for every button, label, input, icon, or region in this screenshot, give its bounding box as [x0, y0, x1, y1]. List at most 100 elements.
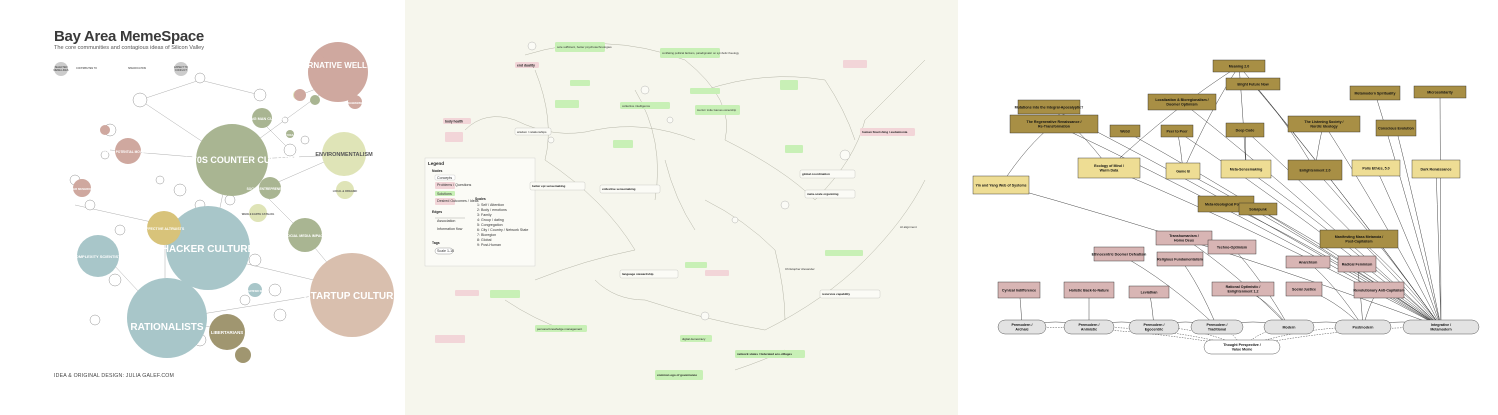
node-label: Premodern /: [1079, 323, 1100, 327]
flow-legend: Legend Nodes Concepts Problems / Questio…: [424, 157, 536, 267]
svg-text:5: Congregation: 5: Congregation: [477, 223, 503, 227]
node-label: Game B: [1176, 169, 1190, 173]
svg-text:Nodes: Nodes: [432, 169, 442, 173]
svg-text:Scale 1-10: Scale 1-10: [437, 249, 454, 253]
svg-text:7: Bioregion: 7: Bioregion: [477, 233, 496, 237]
node-label: Meta-Sensemaking: [1230, 167, 1263, 171]
meta-node: Techno-Optimism: [1207, 239, 1257, 255]
legend-title: Legend: [428, 161, 444, 166]
node-label: The Regenerative Renaissance /: [1027, 120, 1082, 124]
svg-text:9: Post-Human: 9: Post-Human: [477, 243, 501, 247]
meta-node: Religious Fundamentalism: [1156, 251, 1204, 267]
node-label: Ecology of Mind /: [1094, 164, 1124, 168]
flow-panel: Legend Nodes Concepts Problems / Questio…: [405, 0, 958, 415]
flow-node: meta-scale organizing: [807, 192, 839, 196]
root-node: Thought Perspective /Value Meme: [1203, 339, 1281, 355]
flow-node: personal knowledge management: [537, 327, 582, 331]
node-label: Traditional: [1208, 327, 1226, 331]
node-label: Warm Data: [1100, 168, 1120, 172]
flow-node: network states / federated eco-villages: [737, 352, 792, 356]
stage-node: Premodern /Traditional: [1190, 319, 1244, 335]
bubble-label: SOBER MUSHROOMS: [67, 187, 97, 191]
meta-node: Rational Optimistic /Enlightenment 1.2: [1211, 281, 1275, 297]
flow-node: AI alignment: [900, 225, 917, 229]
meta-node: Cynical Indifference: [997, 281, 1041, 299]
svg-text:4: Group / dating: 4: Group / dating: [477, 218, 504, 222]
node-label: Animistic: [1081, 327, 1097, 331]
node-label: Microsolidarity: [1427, 90, 1453, 94]
node-label: Enlightenment 1.2: [1228, 289, 1259, 293]
node-label: Enlightenment 2.0: [1300, 168, 1331, 172]
node-label: Rational Optimistic /: [1226, 285, 1261, 289]
meta-node: Game B: [1165, 162, 1201, 180]
meta-node: Ethnocentric Doomer Defeatism: [1092, 246, 1146, 262]
bubble-label: SOCIAL ENTREPRENEURSHIP: [247, 187, 295, 191]
node-label: The Listening Society /: [1304, 120, 1343, 124]
flow-node: collective sensemaking: [602, 187, 636, 191]
node-label: Yin and Yang Web of Systems: [975, 183, 1026, 187]
flow-node: collective intelligence: [622, 104, 651, 108]
svg-text:1: Self / Attention: 1: Self / Attention: [477, 203, 504, 207]
bubble-label: SHAMANISM: [348, 102, 363, 105]
node-label: Post-Capitalism: [1345, 239, 1372, 243]
meta-node: Ecology of Mind /Warm Data: [1077, 157, 1141, 179]
meta-node: Web3: [1109, 124, 1141, 138]
node-label: Deep Code: [1236, 128, 1255, 132]
svg-text:Solutions: Solutions: [437, 192, 452, 196]
meta-node: Yin and Yang Web of Systems: [972, 175, 1030, 195]
meta-node: Deep Code: [1225, 122, 1265, 138]
node-label: Web3: [1120, 129, 1130, 133]
flow-node: digital democracy: [682, 337, 706, 341]
flow-node: sole sufficient, better psychotechnologi…: [557, 45, 612, 49]
bubble-label: BURNING MAN CULTURE: [239, 117, 286, 121]
meta-node: Anarchism: [1285, 255, 1331, 269]
meta-node: Social Justice: [1285, 281, 1323, 297]
node-label: Polis Ethics, 5.0: [1362, 166, 1389, 170]
meta-node: Peer to Peer: [1160, 124, 1194, 138]
svg-text:2: Body / emotions: 2: Body / emotions: [477, 208, 507, 212]
stage-node: Postmodern: [1334, 319, 1392, 335]
node-label: Nordic Ideology: [1310, 124, 1337, 128]
node-label: Transhumanism /: [1169, 234, 1199, 238]
meta-node: Microsolidarity: [1413, 85, 1467, 99]
meta-node: Enlightenment 2.0: [1287, 159, 1343, 181]
node-label: Premodern /: [1207, 323, 1228, 327]
meta-node: Polis Ethics, 5.0: [1351, 159, 1401, 177]
flow-node: Christopher Alexander: [785, 267, 815, 271]
bubble-label: LOCAL & ORGANIC: [333, 189, 358, 193]
node-label: Premodern /: [1012, 323, 1033, 327]
meta-panel: Mutations into the Integral-Apocalyptic?…: [958, 0, 1498, 415]
node-label: Religious Fundamentalism: [1157, 257, 1203, 261]
node-label: Social Justice: [1292, 287, 1316, 291]
node-label: Postmodern: [1353, 325, 1374, 329]
meta-node: Transhumanism /Homo Deus: [1155, 230, 1213, 246]
legend-item: CONTRIBUTES TO: [76, 67, 98, 70]
meta-node: Localization & Bioregionalism /Doomer Op…: [1147, 93, 1217, 111]
svg-text:Desired Outcomes / Ideas: Desired Outcomes / Ideas: [437, 199, 479, 203]
flow-node: end duality: [517, 64, 535, 68]
stage-node: Integrative /Metamodern: [1402, 319, 1480, 335]
svg-text:Problems / Questions: Problems / Questions: [437, 183, 472, 187]
meta-node: Meaning 2.0: [1212, 59, 1266, 73]
memespace-footer: IDEA & ORIGINAL DESIGN: JULIA GALEF.COM: [54, 373, 175, 379]
flow-graph: Legend Nodes Concepts Problems / Questio…: [424, 41, 926, 380]
node-label: Localization & Bioregionalism /: [1155, 98, 1208, 102]
node-label: Revolutionary Anti-Capitalism: [1353, 288, 1404, 292]
stage-node: Premodern /Animistic: [1063, 319, 1115, 335]
meta-node: Dark Renaissance: [1411, 159, 1461, 179]
memespace-title: Bay Area MemeSpace: [54, 28, 204, 45]
meta-node: Metamodern Spirituality: [1349, 85, 1401, 101]
node-label: Conscious Evolution: [1378, 126, 1414, 130]
bubble-label: ALTERNATIVE WELLNESS: [287, 61, 389, 70]
node-label: Solarpunk: [1249, 207, 1267, 211]
meta-node: Leviathan: [1128, 285, 1170, 299]
node-label: Anarchism: [1299, 260, 1318, 264]
memespace-legend: SELECTED MEME-LINES CONTRIBUTES TO SPECI…: [54, 62, 204, 76]
meta-node: Manifesting Mass Metanoia /Post-Capitali…: [1319, 229, 1399, 249]
node-label: Dark Renaissance: [1421, 167, 1452, 171]
svg-text:Edges: Edges: [432, 210, 442, 214]
legend-item: SPECIFICATION: [128, 67, 147, 70]
node-label: Metamodern: [1430, 327, 1451, 331]
flow-node: better epi sensemaking: [532, 184, 566, 188]
meta-node: Solarpunk: [1238, 202, 1278, 216]
